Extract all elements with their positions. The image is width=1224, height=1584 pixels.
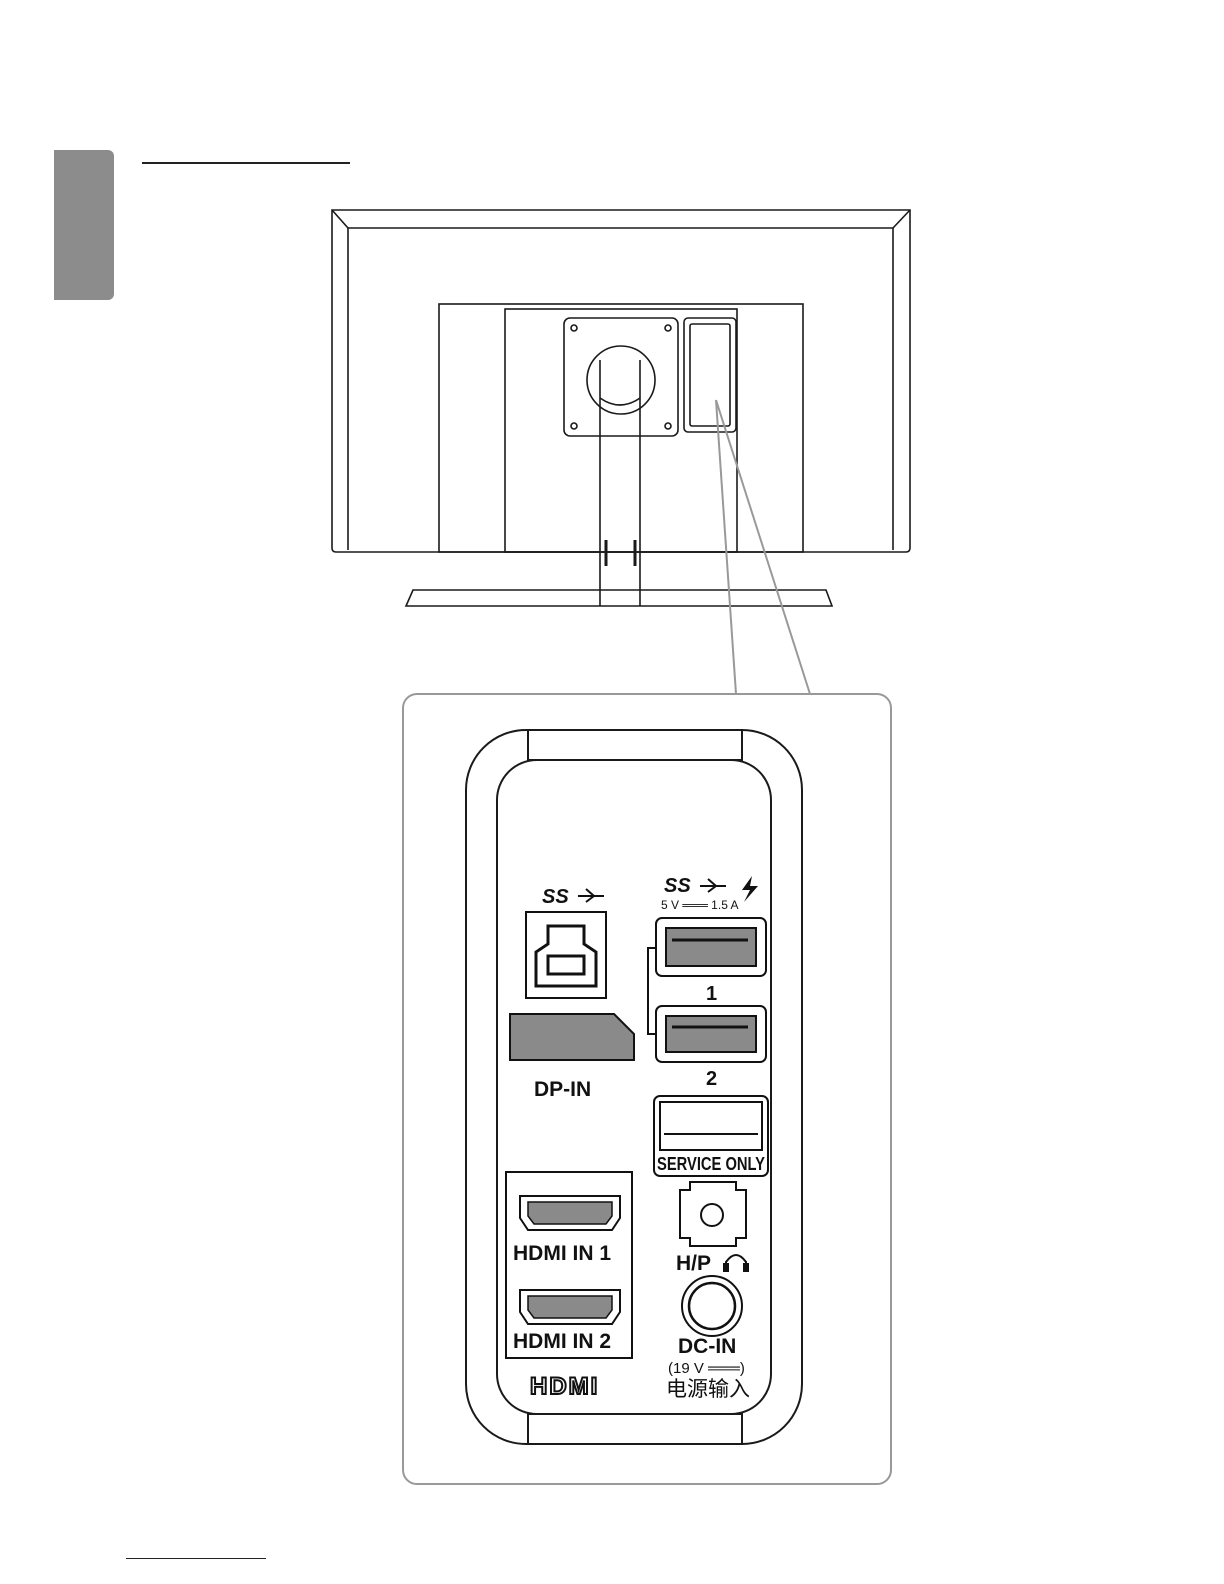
usb-ss-label-right: SS <box>664 875 691 897</box>
hdmi-logo: HDMI <box>530 1373 599 1400</box>
usb-port-1-label: 1 <box>706 983 717 1005</box>
dp-in-label: DP-IN <box>534 1078 591 1101</box>
headphone-port: H/P <box>676 1182 748 1275</box>
headphone-icon <box>724 1255 748 1271</box>
dc-spec-label: (19 V ═══) <box>668 1360 745 1377</box>
footer-rule <box>126 1558 266 1559</box>
dc-chinese-label: 电源输入 <box>666 1378 750 1401</box>
usb-trident-icon <box>700 879 726 892</box>
usb-b-port: SS <box>526 886 606 998</box>
usb-port-2-label: 2 <box>706 1068 717 1090</box>
displayport-port: DP-IN <box>510 1014 634 1101</box>
usb-a-ports: SS 5 V ═══ 1.5 A 1 2 <box>648 875 766 1090</box>
dc-in-label: DC-IN <box>678 1335 736 1358</box>
hdmi-in-2-label: HDMI IN 2 <box>513 1330 611 1353</box>
hdmi-ports: HDMI IN 1 HDMI IN 2 HDMI <box>506 1172 632 1400</box>
dc-in-port: DC-IN (19 V ═══) 电源输入 <box>666 1276 750 1401</box>
monitor-rear-view <box>332 210 910 606</box>
lightning-icon <box>742 876 758 902</box>
usb-ss-label-left: SS <box>542 886 569 908</box>
usb-power-spec: 5 V ═══ 1.5 A <box>661 898 739 912</box>
callout-lines <box>403 400 891 1484</box>
service-only-label: SERVICE ONLY <box>657 1154 765 1174</box>
hdmi-in-1-label: HDMI IN 1 <box>513 1242 611 1265</box>
usb-trident-icon <box>578 889 604 902</box>
hp-label: H/P <box>676 1252 711 1275</box>
service-port: SERVICE ONLY <box>654 1096 768 1176</box>
